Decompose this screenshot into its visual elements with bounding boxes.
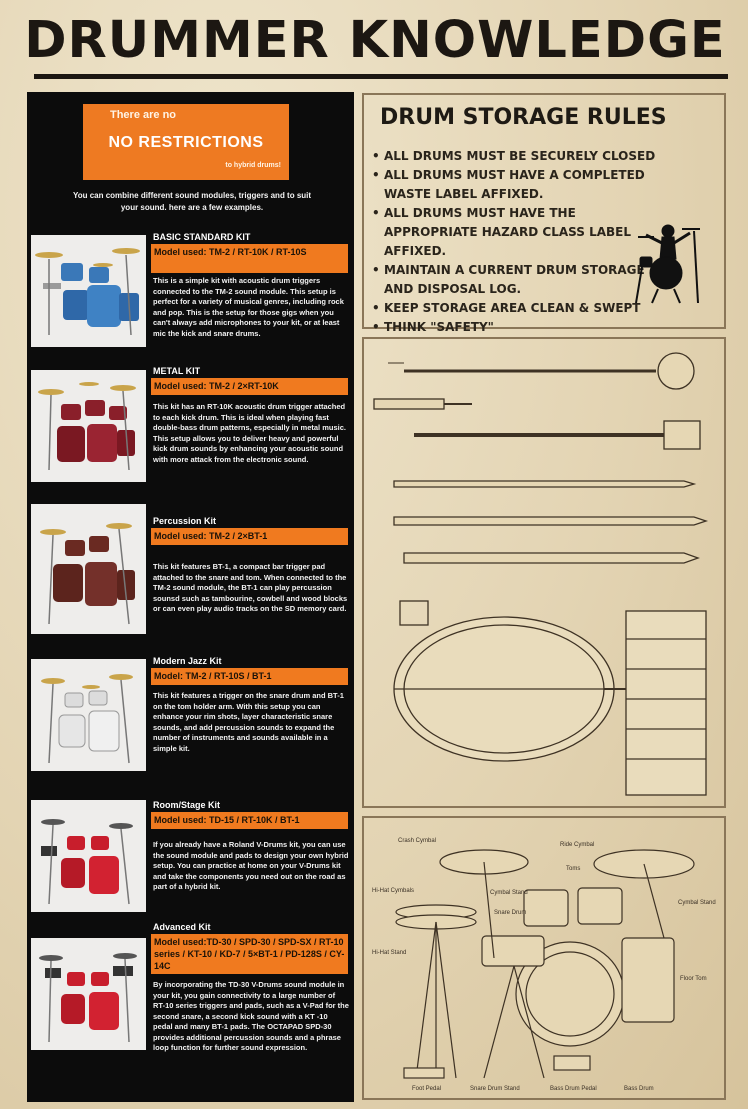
kit-name: Modern Jazz Kit	[153, 656, 222, 666]
drum-anatomy-diagram-icon	[395, 849, 695, 1079]
label-cymbal-stand-left: Cymbal Stand	[490, 890, 528, 896]
storage-rule: KEEP STORAGE AREA CLEAN & SWEPT	[372, 299, 672, 318]
kit-model: Model: TM-2 / RT-10S / BT-1	[151, 668, 348, 685]
kit-description: If you already have a Roland V-Drums kit…	[153, 840, 349, 891]
promo-headline: NO RESTRICTIONS	[108, 134, 264, 151]
label-hi-hat-stand: Hi-Hat Stand	[372, 950, 407, 956]
drum-kit-photo-icon	[31, 235, 146, 347]
label-ride-cymbal: Ride Cymbal	[560, 842, 595, 848]
label-cymbal-stand-right: Cymbal Stand	[678, 900, 716, 906]
storage-rule: ALL DRUMS MUST HAVE THE APPROPRIATE HAZA…	[372, 204, 672, 261]
promo-line2: to hybrid drums!	[225, 162, 281, 169]
kit-model: Model used: TM-2 / 2×RT-10K	[151, 378, 348, 395]
label-hi-hat-cymbals: Hi-Hat Cymbals	[372, 888, 415, 894]
kit-name: BASIC STANDARD KIT	[153, 232, 251, 242]
kit-description: This kit has an RT-10K acoustic drum tri…	[153, 402, 346, 464]
page-title: DRUMMER KNOWLEDGE	[24, 11, 726, 70]
drum-kit-photo-icon	[31, 938, 146, 1050]
kit-photo	[31, 800, 146, 912]
label-snare-drum: Snare Drum	[494, 910, 527, 916]
label-toms: Toms	[566, 866, 581, 872]
title-divider	[34, 74, 728, 79]
drum-kit-photo-icon	[31, 800, 146, 912]
label-bass-drum-pedal: Bass Drum Pedal	[550, 1086, 597, 1092]
label-bass-drum: Bass Drum	[624, 1086, 654, 1092]
storage-rules-list: ALL DRUMS MUST BE SECURELY CLOSED ALL DR…	[372, 147, 672, 337]
kit-name: Room/Stage Kit	[153, 800, 221, 810]
kit-name: Percussion Kit	[153, 516, 217, 526]
drumstick-patent-drawing	[362, 337, 726, 808]
kit-photo	[31, 370, 146, 482]
drum-kit-anatomy: Crash Cymbal Ride Cymbal Toms Hi-Hat Cym…	[362, 816, 726, 1100]
kit-photo	[31, 938, 146, 1050]
storage-rule: THINK "SAFETY"	[372, 318, 672, 337]
drummer-silhouette-icon	[635, 224, 700, 304]
kit-model: Model used: TM-2 / 2×BT-1	[151, 528, 348, 545]
kit-name: METAL KIT	[153, 366, 201, 376]
storage-rule: MAINTAIN A CURRENT DRUM STORAGE AND DISP…	[372, 261, 672, 299]
promo-line1: There are no	[109, 109, 177, 121]
label-foot-pedal: Foot Pedal	[412, 1086, 442, 1092]
kit-description: This is a simple kit with acoustic drum …	[153, 276, 344, 338]
drum-kit-photo-icon	[31, 370, 146, 482]
storage-rules-box: DRUM STORAGE RULES ALL DRUMS MUST BE SEC…	[362, 93, 726, 337]
label-floor-tom: Floor Tom	[680, 976, 707, 982]
kit-description: This kit features a trigger on the snare…	[153, 691, 344, 753]
storage-rule: ALL DRUMS MUST HAVE A COMPLETED WASTE LA…	[372, 166, 672, 204]
label-crash-cymbal: Crash Cymbal	[398, 838, 437, 844]
intro-text: You can combine different sound modules,…	[72, 191, 312, 212]
hybrid-kits-panel: There are no NO RESTRICTIONS to hybrid d…	[27, 92, 354, 1102]
kit-photo	[31, 504, 146, 634]
kit-model: Model used:TD-30 / SPD-30 / SPD-SX / RT-…	[151, 934, 348, 974]
patent-drawing-icon	[373, 352, 709, 796]
kit-description: By incorporating the TD-30 V-Drums sound…	[153, 980, 349, 1052]
promo-banner: There are no NO RESTRICTIONS to hybrid d…	[83, 104, 289, 180]
drum-kit-photo-icon	[31, 659, 146, 771]
label-snare-drum-stand: Snare Drum Stand	[470, 1086, 520, 1092]
kit-photo	[31, 235, 146, 347]
kit-model: Model used: TD-15 / RT-10K / BT-1	[151, 812, 348, 829]
kit-description: This kit features BT-1, a compact bar tr…	[153, 562, 348, 613]
drum-kit-photo-icon	[31, 504, 146, 634]
kit-name: Advanced Kit	[153, 922, 211, 932]
kit-model: Model used: TM-2 / RT-10K / RT-10S	[151, 244, 348, 273]
storage-rules-title: DRUM STORAGE RULES	[380, 105, 667, 130]
kit-photo	[31, 659, 146, 771]
storage-rule: ALL DRUMS MUST BE SECURELY CLOSED	[372, 147, 672, 166]
